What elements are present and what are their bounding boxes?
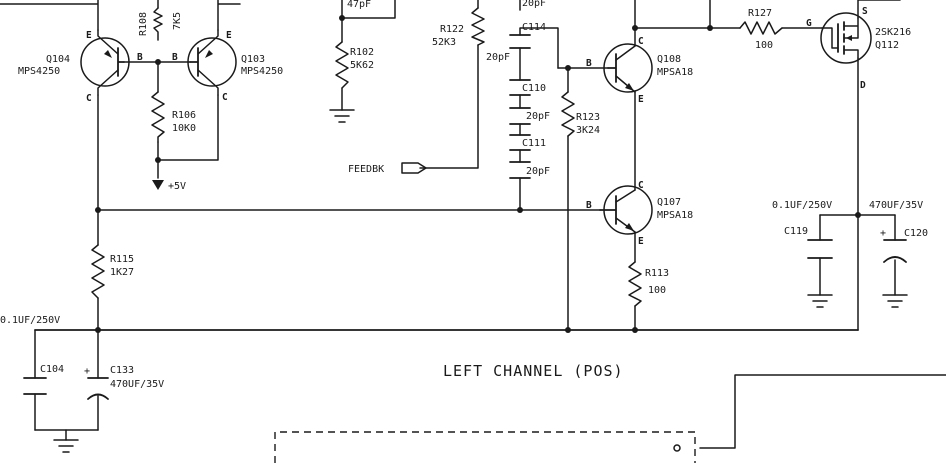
resistor-r113: R113 100 [628, 261, 669, 307]
q104-ref-label: Q104 [46, 54, 70, 65]
c104-ref-label: C104 [40, 364, 64, 375]
feedback-label: FEEDBK [348, 164, 384, 175]
r123-ref-label: R123 [576, 112, 600, 123]
q112-drain-pin: D [860, 80, 866, 91]
r115-ref-label: R115 [110, 254, 134, 265]
r115-value-label: 1K27 [110, 267, 134, 278]
c111-ref-label: C111 [522, 138, 546, 149]
r108-value-label: 7K5 [172, 12, 183, 30]
resistor-r123: R123 3K24 [561, 91, 600, 137]
c133-value-label: 470UF/35V [110, 379, 164, 390]
capacitor-47pf: 47pF [347, 0, 371, 10]
q107-part-label: MPSA18 [657, 210, 693, 221]
r127-value-label: 100 [755, 40, 773, 51]
transistor-q107: C B E Q107 MPSA18 [586, 180, 693, 247]
capacitor-c110: C110 [509, 79, 546, 96]
q108-ref-label: Q108 [657, 54, 681, 65]
feedback-connector: FEEDBK [348, 164, 384, 175]
r122-ref-label: R122 [440, 24, 464, 35]
c120-value-label: 470UF/35V [869, 200, 923, 211]
transistor-q103: E B C Q103 MPS4250 [172, 29, 283, 103]
c104-value-label: 0.1UF/250V [0, 315, 60, 326]
c114-value-label: 20pF [486, 52, 510, 63]
capacitor-c104: 0.1UF/250V C104 [0, 315, 64, 395]
capacitor-20pf-mid: 20pF [509, 107, 550, 125]
c110-value-label: 20pF [526, 111, 550, 122]
r123-value-label: 3K24 [576, 125, 600, 136]
transistor-q108: C B E Q108 MPSA18 [586, 36, 693, 105]
c119-value-label: 0.1UF/250V [772, 200, 832, 211]
capacitor-c133: + C133 470UF/35V [84, 365, 164, 400]
c133-ref-label: C133 [110, 365, 134, 376]
r106-value-label: 10K0 [172, 123, 196, 134]
q103-part-label: MPS4250 [241, 66, 283, 77]
ground-c120 [882, 294, 908, 308]
q103-base-pin: B [172, 52, 178, 63]
q108-base-pin: B [586, 58, 592, 69]
q112-ref-label: Q112 [875, 40, 899, 51]
junctions [95, 15, 861, 333]
r102-ref-label: R102 [350, 47, 374, 58]
r113-ref-label: R113 [645, 268, 669, 279]
resistor-r127: R127 100 [739, 8, 783, 51]
c120-ref-label: C120 [904, 228, 928, 239]
q104-emitter-pin: E [86, 30, 92, 41]
supply-5v-label: +5V [168, 181, 186, 192]
q112-part-label: 2SK216 [875, 27, 911, 38]
q112-source-pin: S [862, 6, 868, 17]
ground-left [53, 439, 79, 453]
svg-text:+: + [84, 366, 90, 377]
capacitor-c114: 20pF C114 20pF [486, 0, 546, 63]
q107-collector-pin: C [638, 180, 644, 191]
q112-gate-pin: G [806, 18, 812, 29]
q103-emitter-pin: E [226, 30, 232, 41]
ground-c119 [807, 294, 833, 308]
q104-collector-pin: C [86, 93, 92, 104]
transistor-q112: G S D 2SK216 Q112 [806, 6, 911, 91]
r108-ref-label: R108 [138, 12, 149, 36]
q104-part-label: MPS4250 [18, 66, 60, 77]
resistor-r102: R102 5K62 [335, 41, 374, 89]
q103-collector-pin: C [222, 92, 228, 103]
c111-value-label: 20pF [526, 166, 550, 177]
c110-ref-label: C110 [522, 83, 546, 94]
capacitor-c111: C111 [509, 134, 546, 151]
svg-text:+: + [880, 228, 886, 239]
capacitor-c119: 0.1UF/250V C119 [772, 200, 833, 259]
transistor-q104: E B C Q104 MPS4250 [18, 29, 143, 104]
supply-5v-symbol: +5V [152, 180, 186, 192]
q108-collector-pin: C [638, 36, 644, 47]
r113-value-label: 100 [648, 285, 666, 296]
capacitor-20pf-low: 20pF [509, 161, 550, 179]
resistor-r122: R122 52K3 [432, 7, 485, 48]
c47-value-label: 47pF [347, 0, 371, 10]
r106-ref-label: R106 [172, 110, 196, 121]
c114-ref-label: C114 [522, 22, 546, 33]
q107-ref-label: Q107 [657, 197, 681, 208]
capacitor-c120: + 470UF/35V C120 [869, 200, 928, 263]
r127-ref-label: R127 [748, 8, 772, 19]
q107-emitter-pin: E [638, 236, 644, 247]
c114-top-value-label: 20pF [522, 0, 546, 9]
resistor-r115: R115 1K27 [91, 244, 134, 299]
q103-ref-label: Q103 [241, 54, 265, 65]
q108-emitter-pin: E [638, 94, 644, 105]
schematic-title: LEFT CHANNEL (POS) [443, 362, 624, 380]
q104-base-pin: B [137, 52, 143, 63]
ground-r102 [329, 109, 355, 123]
resistor-r106: R106 10K0 [151, 91, 196, 143]
c119-ref-label: C119 [784, 226, 808, 237]
r102-value-label: 5K62 [350, 60, 374, 71]
r122-value-label: 52K3 [432, 37, 456, 48]
q107-base-pin: B [586, 200, 592, 211]
q108-part-label: MPSA18 [657, 67, 693, 78]
resistor-r108: R108 7K5 [138, 7, 183, 41]
